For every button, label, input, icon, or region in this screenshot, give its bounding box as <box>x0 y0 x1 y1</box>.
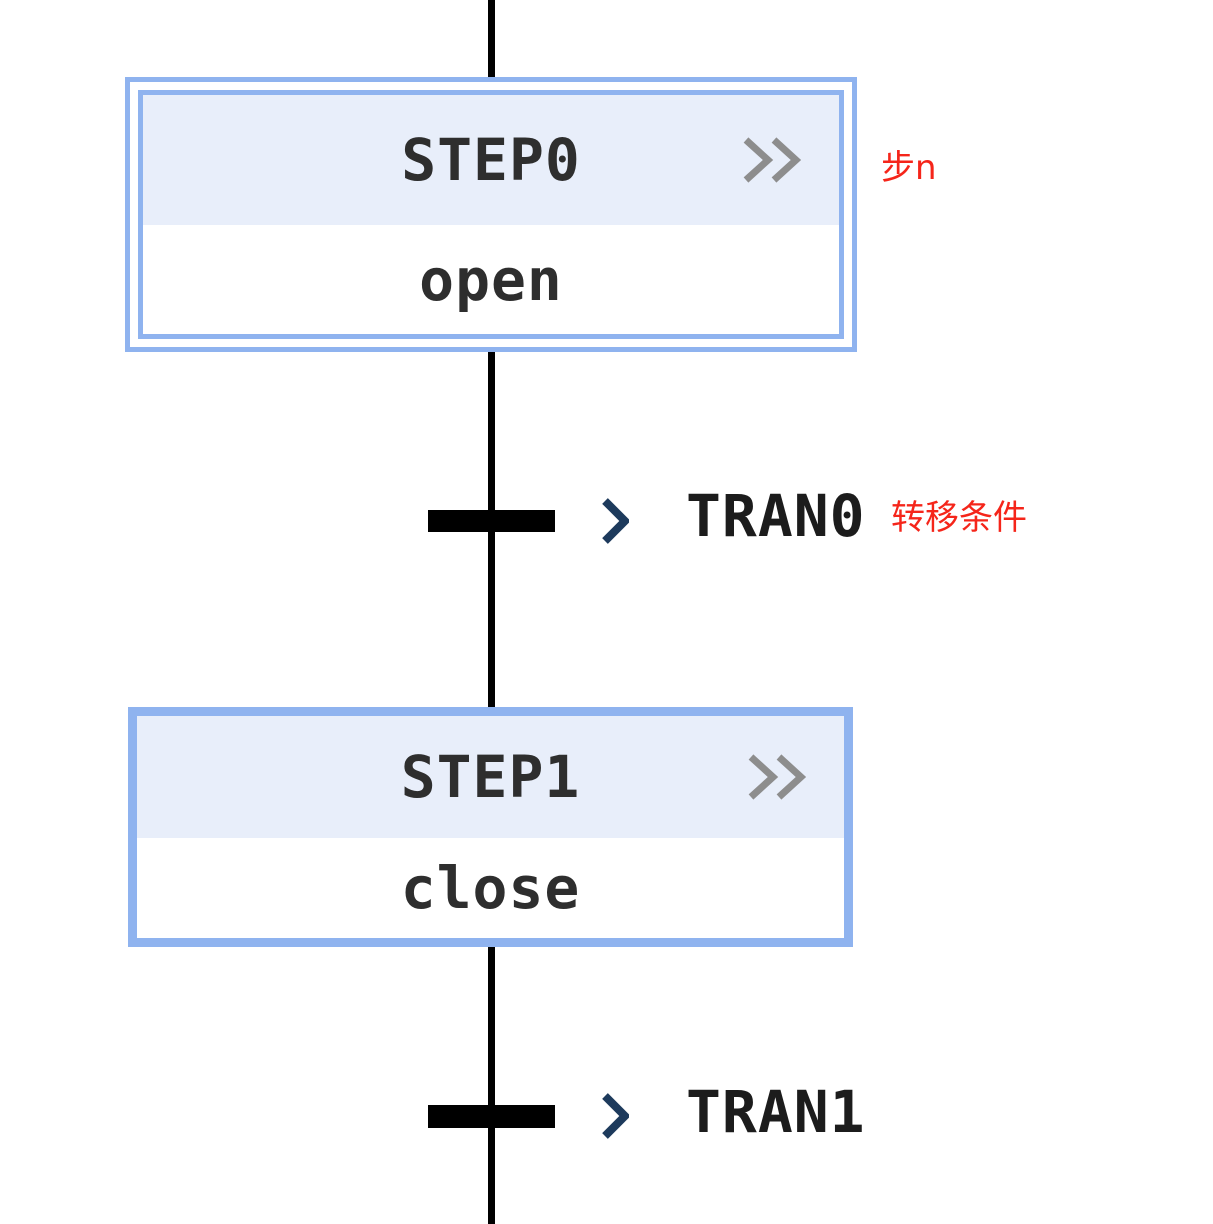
step-block-step0[interactable]: STEP0 open <box>125 77 857 352</box>
step-header: STEP1 <box>137 716 844 838</box>
step-inner-frame: STEP0 open <box>138 90 844 339</box>
flow-line-top <box>488 0 495 80</box>
step-name: STEP0 <box>401 126 581 194</box>
annotation-step-label: 步n <box>881 148 937 188</box>
step-action: close <box>400 854 581 922</box>
transition-name-tran1[interactable]: TRAN1 <box>686 1078 866 1146</box>
step-action: open <box>419 245 563 314</box>
transition-chevron-icon <box>602 1093 629 1139</box>
transition-name-tran0[interactable]: TRAN0 <box>686 482 866 550</box>
transition-bar-tran0[interactable] <box>428 510 555 532</box>
step-inner-frame: STEP1 close <box>137 716 844 938</box>
flow-line-bottom <box>488 944 495 1224</box>
transition-bar-tran1[interactable] <box>428 1105 555 1128</box>
step-action-area: open <box>143 225 839 334</box>
double-chevron-right-icon[interactable] <box>746 751 806 803</box>
step-block-step1[interactable]: STEP1 close <box>128 707 853 947</box>
annotation-transition-label: 转移条件 <box>891 498 1027 538</box>
step-action-area: close <box>137 838 844 938</box>
double-chevron-right-icon[interactable] <box>741 135 801 185</box>
step-name: STEP1 <box>400 743 581 811</box>
transition-chevron-icon <box>602 498 629 544</box>
step-header: STEP0 <box>143 95 839 225</box>
